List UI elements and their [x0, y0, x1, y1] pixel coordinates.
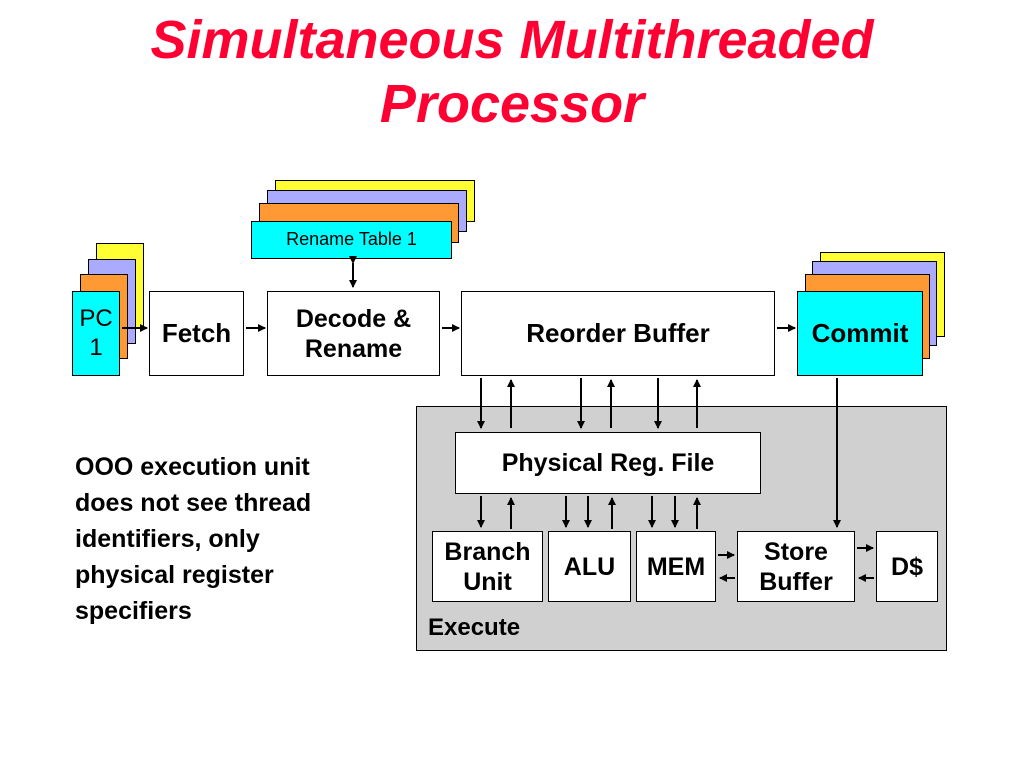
decode-line-1: Decode & [295, 304, 412, 333]
title-line-2: Processor [379, 74, 645, 134]
title-line-1: Simultaneous Multithreaded [150, 10, 874, 70]
note-line: OOO execution unit [75, 453, 310, 481]
store-line-2: Buffer [759, 567, 833, 596]
store-line-1: Store [764, 537, 828, 566]
branch-line-1: Branch [444, 537, 531, 566]
note-line: identifiers, only [75, 525, 260, 553]
pc-number: 1 [89, 333, 103, 361]
slide-title: Simultaneous Multithreaded Processor [0, 8, 1024, 136]
note-line: physical register [75, 561, 274, 589]
execute-label: Execute [428, 614, 521, 641]
fetch-box: Fetch [149, 291, 244, 376]
pc-1: PC 1 [72, 291, 120, 376]
branch-line-2: Unit [463, 567, 512, 596]
reorder-buffer-box: Reorder Buffer [461, 291, 775, 376]
note-line: specifiers [75, 597, 192, 625]
mem-box: MEM [636, 531, 716, 602]
dcache-box: D$ [876, 531, 938, 602]
pc-label: PC [79, 304, 113, 332]
decode-line-2: Rename [304, 334, 403, 363]
decode-rename-box: Decode & Rename [267, 291, 440, 376]
branch-unit-box: Branch Unit [432, 531, 543, 602]
alu-box: ALU [548, 531, 631, 602]
note-text: OOO execution unit does not see thread i… [75, 449, 405, 629]
note-line: does not see thread [75, 489, 312, 517]
commit-box: Commit [797, 291, 923, 376]
physical-reg-file-box: Physical Reg. File [455, 432, 761, 494]
store-buffer-box: Store Buffer [737, 531, 855, 602]
